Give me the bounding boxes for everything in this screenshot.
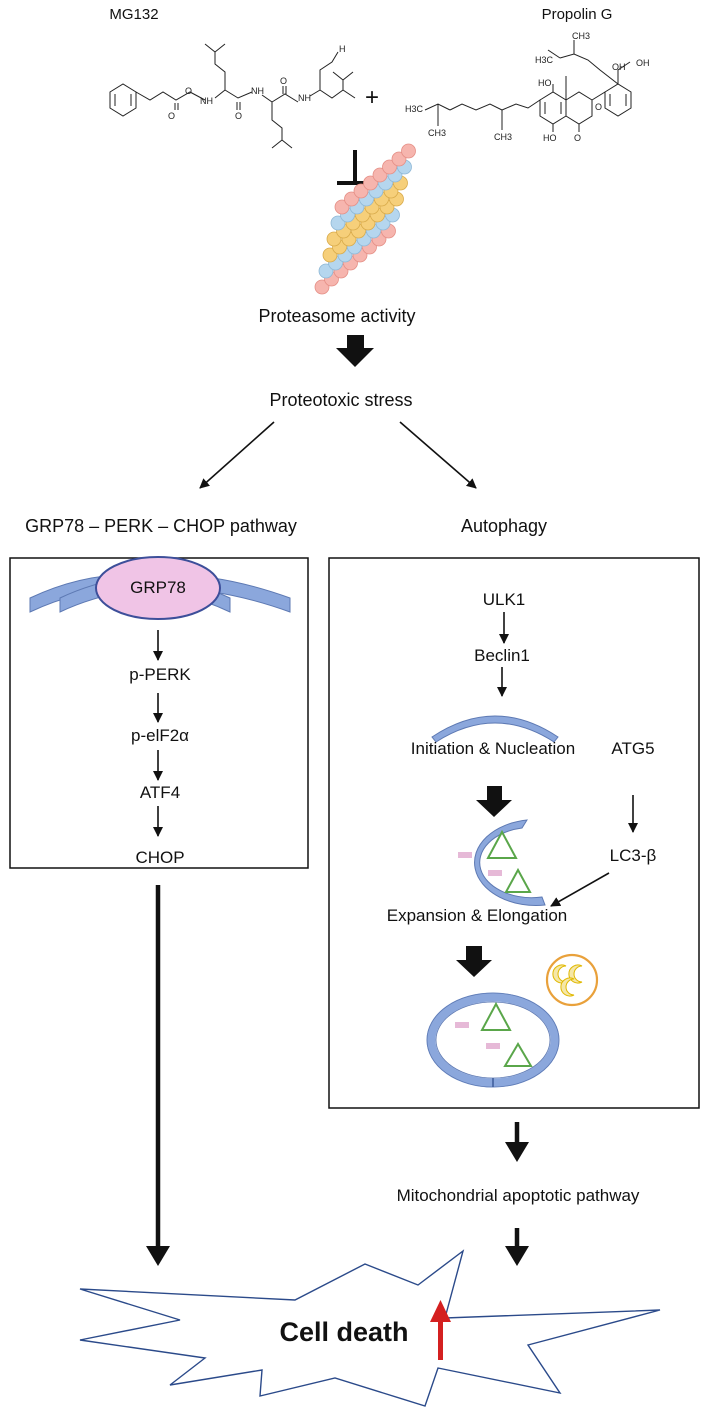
mg132-atom-nh: NH [298,93,311,103]
cell-death-burst [79,1249,661,1407]
autophagy-title: Autophagy [460,516,548,536]
propolin-atom-ch3: CH3 [428,128,447,138]
mg132-atom-o: O [235,111,243,121]
mg132-atom-o: O [185,86,193,96]
cargo-triangle-icon [486,829,518,859]
mitochondrial-pathway-label: Mitochondrial apoptotic pathway [396,1186,640,1205]
proteasome-icon [314,143,416,295]
mg132-label: MG132 [109,6,159,23]
phagophore-arc [431,715,559,743]
mg132-structure [109,43,356,149]
pathway-step: p-elF2α [130,726,190,745]
bold-arrow-down-3 [456,946,492,977]
mg132-atom-h: H [339,44,346,54]
propolin-g-structure [424,40,632,132]
beclin1-label: Beclin1 [474,646,530,665]
propolin-atom-ch3: CH3 [494,132,513,142]
propolin-g-label: Propolin G [541,6,613,23]
mg132-atom-nh: NH [200,96,213,106]
pathway-step: p-PERK [129,665,191,684]
propolin-atom-o: O [595,102,603,112]
bold-arrow-down [336,335,374,367]
arrow-to-grp-branch [199,421,275,489]
mg132-atom-o: O [168,111,176,121]
plus-sign: + [364,84,380,111]
propolin-atom-ch3: CH3 [572,31,591,41]
propolin-atom-ho: HO [538,78,552,88]
proteotoxic-stress-label: Proteotoxic stress [269,390,413,410]
cell-death-label: Cell death [279,1317,409,1347]
propolin-atom-h3c: H3C [535,55,554,65]
propolin-atom-oh: OH [612,62,626,72]
cargo-triangle-icon [503,1042,533,1067]
bold-arrow-down-2 [476,786,512,817]
cargo-bar-icon [486,1043,500,1049]
grp-pathway-title: GRP78 – PERK – CHOP pathway [25,516,297,536]
ulk1-label: ULK1 [482,590,526,609]
propolin-atom-oh: OH [636,58,650,68]
cargo-triangle-icon [480,1001,512,1031]
arrow-to-autophagy-branch [399,421,477,489]
grp78-label: GRP78 [130,578,186,597]
grp78-oval [95,556,221,620]
cargo-bar-icon [488,870,502,876]
atg5-label: ATG5 [611,739,655,758]
pathway-step: CHOP [135,848,185,867]
propolin-atom-ho: HO [543,133,557,143]
propolin-atom-o: O [574,133,582,143]
cargo-bar-icon [458,852,472,858]
autophagosome-open [474,819,546,906]
mg132-atom-nh: NH [251,86,264,96]
proteasome-activity-label: Proteasome activity [258,306,416,326]
cargo-bar-icon [455,1022,469,1028]
autophagy-box [328,557,700,1109]
initiation-nucleation-label: Initiation & Nucleation [410,739,576,758]
increase-arrow-icon [430,1300,451,1360]
propolin-atom-h3c: H3C [405,104,424,114]
expansion-elongation-label: Expansion & Elongation [386,906,568,925]
lc3-label: LC3-β [609,846,657,865]
mg132-atom-o: O [280,76,288,86]
cargo-triangle-icon [504,867,532,893]
pathway-step: ATF4 [139,783,181,802]
lysosome-icon [545,953,599,1007]
